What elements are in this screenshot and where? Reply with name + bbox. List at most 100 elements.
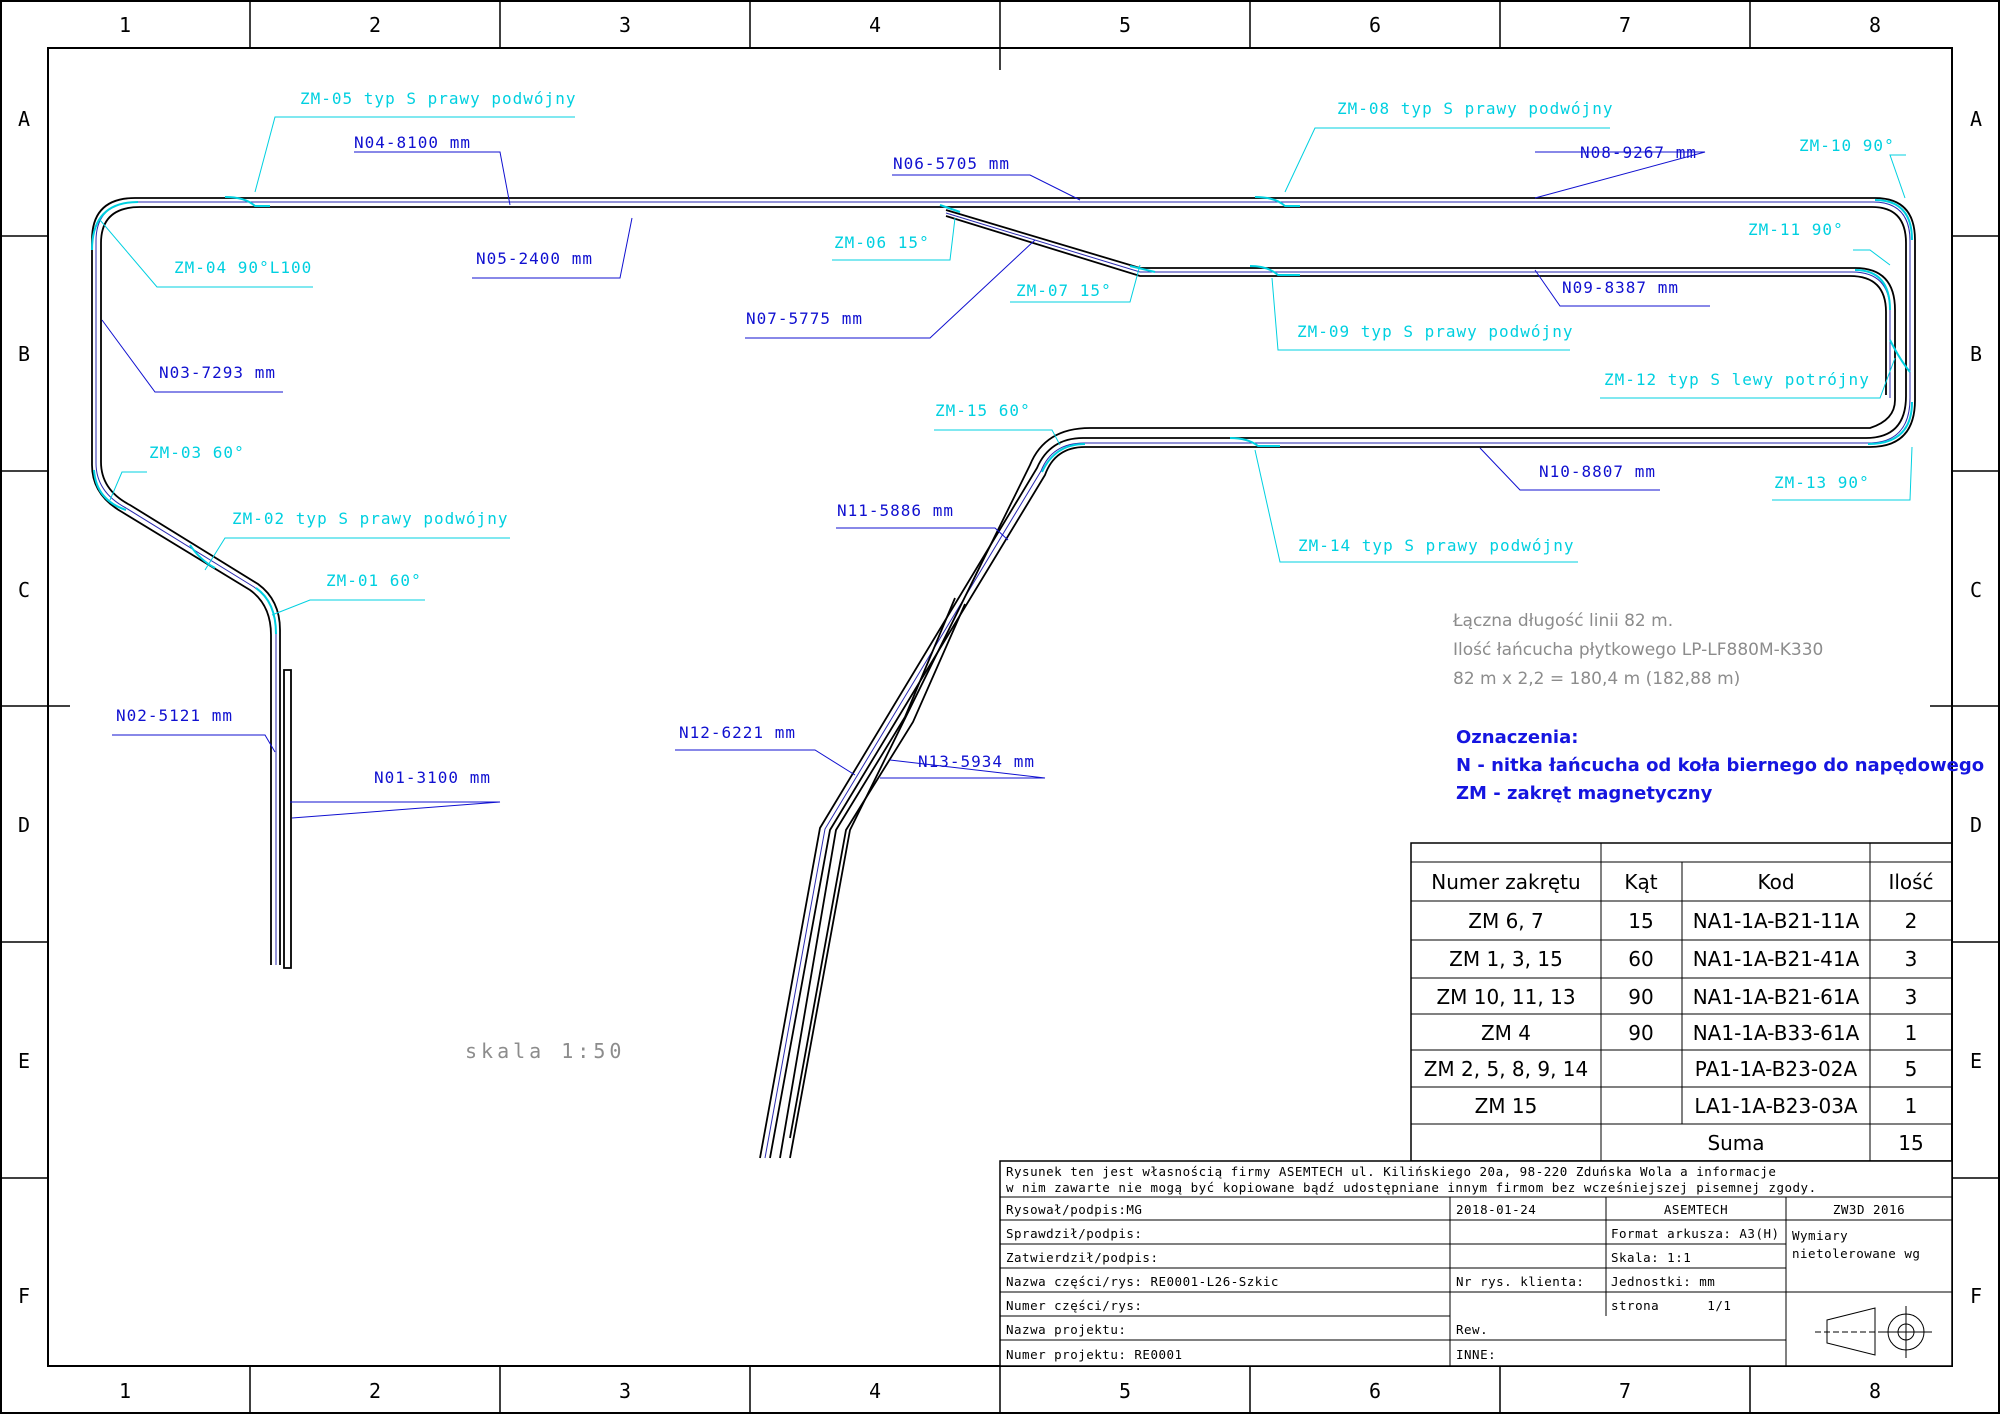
table-cell: 90 (1628, 1021, 1653, 1045)
zone-row-c: C (18, 578, 30, 602)
bend-zm03 (93, 469, 127, 511)
table-cell: PA1-1A-B23-02A (1695, 1057, 1858, 1081)
tb-part-name: Nazwa części/rys: RE0001-L26-Szkic (1006, 1274, 1279, 1289)
label-zm15: ZM-15 60° (935, 401, 1031, 420)
tb-ownership-2: w nim zawarte nie mogą być kopiowane bąd… (1006, 1180, 1817, 1195)
zone-col-3: 3 (619, 13, 631, 37)
bend-zm09 (1249, 265, 1300, 276)
legend-title: Oznaczenia: (1456, 727, 1578, 748)
note-total-length: Łączna długość linii 82 m. (1452, 611, 1673, 631)
tb-drawn: Rysował/podpis:MG (1006, 1202, 1142, 1217)
zone-row-f: F (1970, 1284, 1982, 1308)
label-n13: N13-5934 mm (918, 752, 1035, 771)
bend-table: Numer zakrętu Kąt Kod Ilość ZM 6, 7 15 N… (1410, 842, 1953, 1162)
table-cell: 1 (1905, 1094, 1918, 1118)
label-n12: N12-6221 mm (679, 723, 796, 742)
zone-row-c: C (1970, 578, 1982, 602)
zone-row-f: F (18, 1284, 30, 1308)
conveyor-n12-outer (779, 597, 956, 1159)
label-zm13: ZM-13 90° (1774, 473, 1870, 492)
notes: Łączna długość linii 82 m. Ilość łańcuch… (1452, 611, 1823, 689)
conveyor-n13-outer (789, 603, 966, 1139)
tb-tolerance-2: nietolerowane wg (1792, 1246, 1920, 1261)
table-header-number: Numer zakrętu (1431, 870, 1580, 894)
table-cell: 3 (1905, 947, 1918, 971)
bend-zm06 (939, 204, 961, 213)
label-n07: N07-5775 mm (746, 309, 863, 328)
bend-zm08 (1254, 196, 1300, 207)
tb-scale: Skala: 1:1 (1611, 1250, 1691, 1265)
row-labels-right: A B C D E F (1970, 107, 1982, 1308)
label-n01: N01-3100 mm (374, 768, 491, 787)
row-labels-left: A B C D E F (18, 107, 30, 1308)
zone-row-a: A (18, 107, 30, 131)
tb-format: Format arkusza: A3(H) (1611, 1226, 1780, 1241)
zone-col-4: 4 (869, 13, 881, 37)
table-cell: NA1-1A-B21-61A (1693, 985, 1860, 1009)
conveyor-layout (91, 196, 1916, 1159)
tb-ownership-1: Rysunek ten jest własnością firmy ASEMTE… (1006, 1164, 1776, 1179)
label-n04: N04-8100 mm (354, 133, 471, 152)
conveyor-main-outer-2 (100, 206, 1907, 1159)
table-cell: 1 (1905, 1021, 1918, 1045)
zone-col-6: 6 (1369, 1379, 1381, 1403)
label-zm10: ZM-10 90° (1799, 136, 1895, 155)
zone-col-5: 5 (1119, 1379, 1131, 1403)
label-zm08: ZM-08 typ S prawy podwójny (1337, 99, 1613, 118)
label-n09: N09-8387 mm (1562, 278, 1679, 297)
legend: Oznaczenia: N - nitka łańcucha od koła b… (1456, 727, 1984, 804)
zone-col-4: 4 (869, 1379, 881, 1403)
tb-approved: Zatwierdził/podpis: (1006, 1250, 1159, 1265)
label-n05: N05-2400 mm (476, 249, 593, 268)
label-zm05: ZM-05 typ S prawy podwójny (300, 89, 576, 108)
label-zm12: ZM-12 typ S lewy potrójny (1604, 370, 1870, 389)
tb-checked: Sprawdził/podpis: (1006, 1226, 1142, 1241)
table-header-angle: Kąt (1624, 870, 1657, 894)
table-cell: NA1-1A-B21-41A (1693, 947, 1860, 971)
bend-zm02 (189, 544, 216, 569)
zone-col-3: 3 (619, 1379, 631, 1403)
bend-zm01 (255, 587, 277, 635)
table-cell: ZM 15 (1475, 1094, 1538, 1118)
title-block: Rysunek ten jest własnością firmy ASEMTE… (999, 1160, 1953, 1367)
projection-symbol-icon (1815, 1306, 1932, 1358)
table-sum-value: 15 (1898, 1131, 1923, 1155)
table-cell: 60 (1628, 947, 1653, 971)
label-zm03: ZM-03 60° (149, 443, 245, 462)
zone-row-a: A (1970, 107, 1982, 131)
label-zm06: ZM-06 15° (834, 233, 930, 252)
scale-label: skala 1:50 (465, 1039, 625, 1063)
zone-col-7: 7 (1619, 13, 1631, 37)
zone-row-e: E (18, 1049, 30, 1073)
table-cell: NA1-1A-B33-61A (1693, 1021, 1860, 1045)
zone-col-8: 8 (1869, 1379, 1881, 1403)
zone-col-7: 7 (1619, 1379, 1631, 1403)
table-cell: ZM 6, 7 (1468, 909, 1543, 933)
label-zm02: ZM-02 typ S prawy podwójny (232, 509, 508, 528)
table-header-qty: Ilość (1888, 870, 1933, 894)
tb-project-name: Nazwa projektu: (1006, 1322, 1126, 1337)
label-zm09: ZM-09 typ S prawy podwójny (1297, 322, 1573, 341)
note-chain-length: 82 m x 2,2 = 180,4 m (182,88 m) (1453, 669, 1740, 689)
tb-part-no: Numer części/rys: (1006, 1298, 1142, 1313)
tb-project-no: Numer projektu: RE0001 (1006, 1347, 1183, 1362)
legend-zm: ZM - zakręt magnetyczny (1456, 783, 1713, 804)
bend-zm04 (91, 201, 139, 251)
conveyor-loop-outer-2 (945, 215, 1887, 395)
bend-zm13 (1867, 401, 1913, 445)
table-header-code: Kod (1757, 870, 1794, 894)
table-cell: 3 (1905, 985, 1918, 1009)
tb-other: INNE: (1456, 1347, 1496, 1362)
table-cell: 90 (1628, 985, 1653, 1009)
table-cell: 5 (1905, 1057, 1918, 1081)
label-n11: N11-5886 mm (837, 501, 954, 520)
zone-row-d: D (1970, 813, 1982, 837)
tb-date: 2018-01-24 (1456, 1202, 1536, 1217)
conveyor-main-inner (95, 201, 1911, 1159)
label-n06: N06-5705 mm (893, 154, 1010, 173)
label-zm04: ZM-04 90°L100 (174, 258, 312, 277)
leader-lines (99, 116, 1913, 819)
zone-col-8: 8 (1869, 13, 1881, 37)
tb-company: ASEMTECH (1664, 1202, 1728, 1217)
